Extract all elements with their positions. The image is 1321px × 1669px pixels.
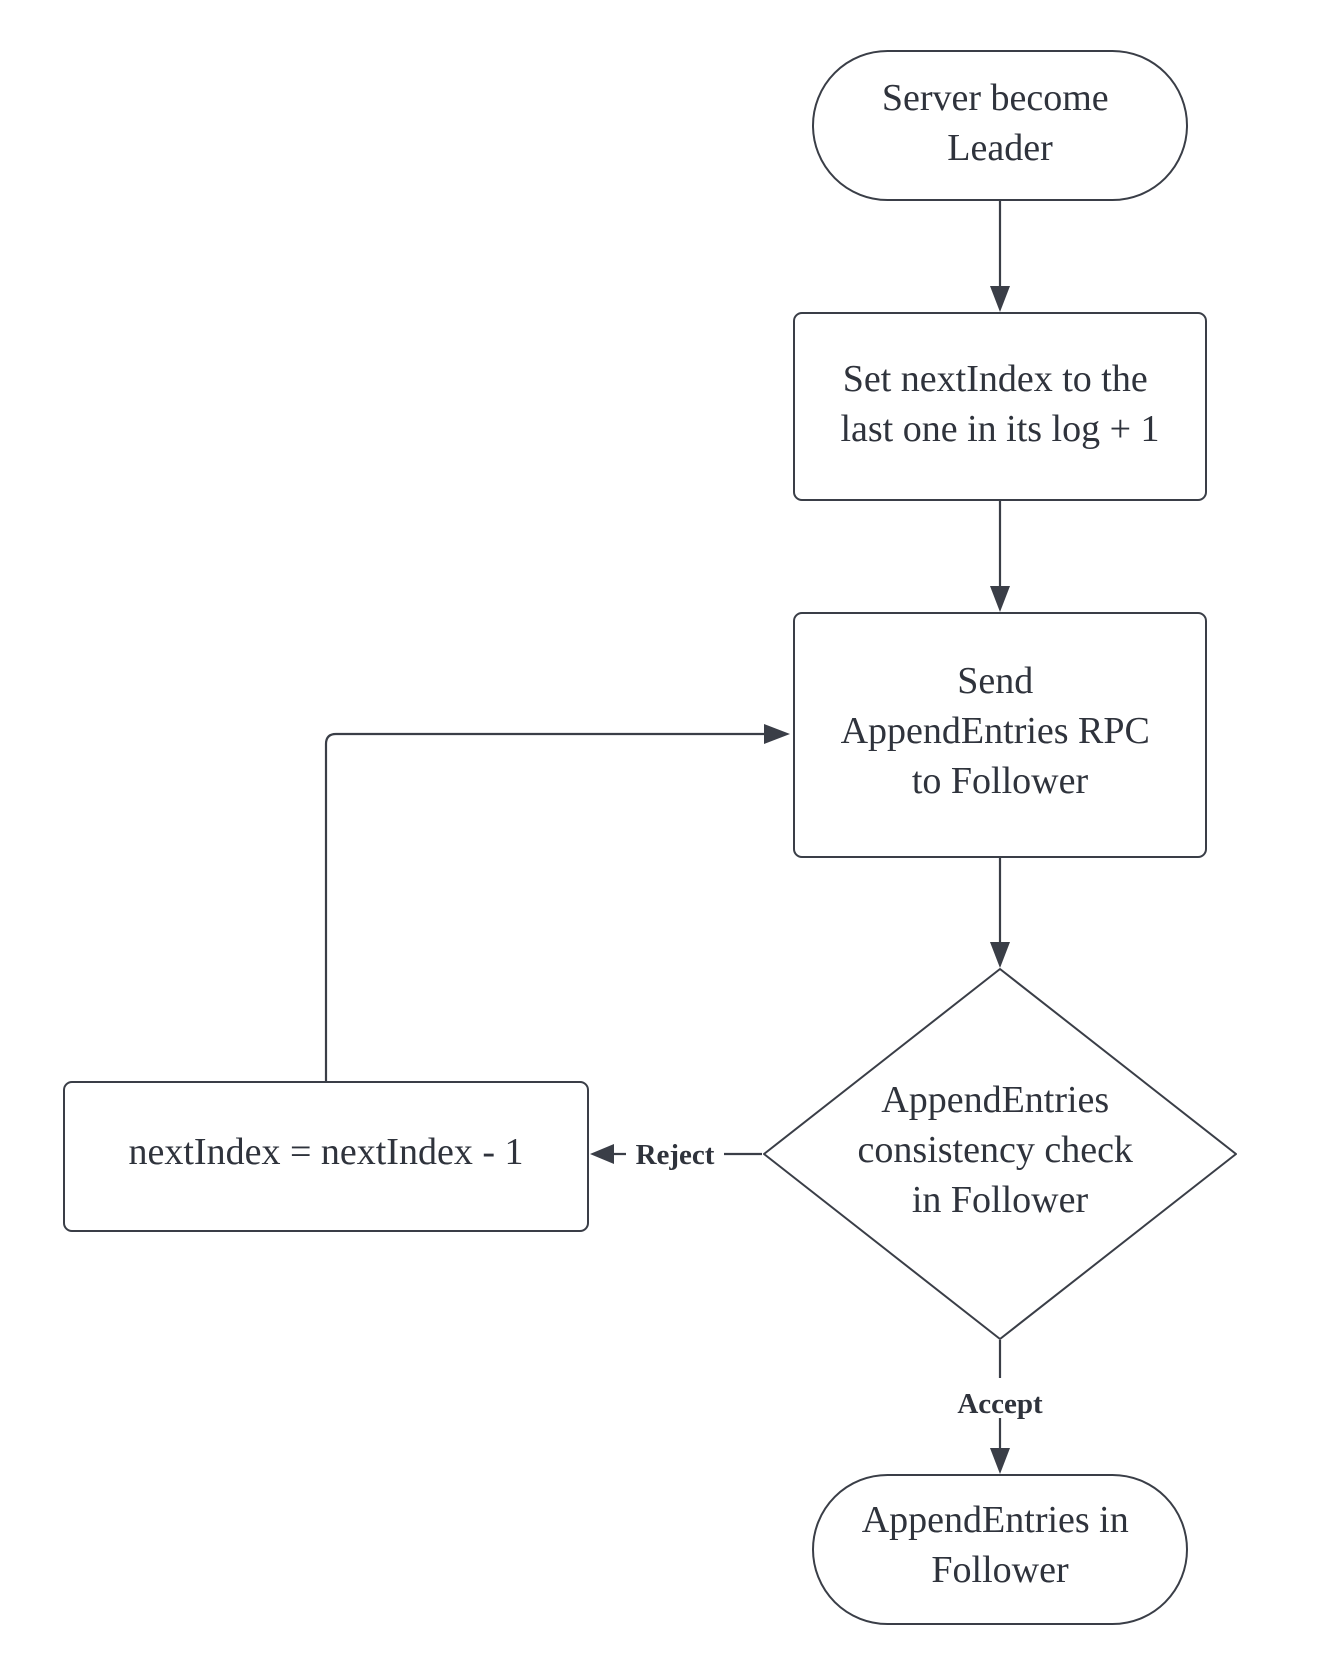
- set-next-index-label: Set nextIndex to the last one in its log…: [840, 358, 1159, 450]
- decrement-label-line-1: nextIndex = nextIndex - 1: [129, 1131, 524, 1173]
- accept-label-background: [945, 1378, 1055, 1418]
- send-rpc-label: Send AppendEntries RPC to Follower: [841, 660, 1160, 802]
- consistency-check-label-line-1: AppendEntries: [881, 1079, 1109, 1121]
- arrowhead-down-accept: [990, 1448, 1010, 1474]
- send-rpc-process-shape: [793, 612, 1207, 858]
- node-end: AppendEntries in Follower: [812, 1474, 1188, 1625]
- connector-loop-back: [324, 732, 768, 1082]
- consistency-check-decision-shape: [763, 968, 1237, 1340]
- end-label-line-1: AppendEntries in: [862, 1499, 1129, 1541]
- reject-label: Reject: [636, 1139, 715, 1171]
- arrowhead-down-1: [990, 286, 1010, 312]
- arrowhead-down-3: [990, 942, 1010, 968]
- send-rpc-label-line-3: to Follower: [912, 760, 1089, 802]
- consistency-check-label: AppendEntries consistency check in Follo…: [858, 1079, 1143, 1221]
- end-label-line-2: Follower: [931, 1549, 1069, 1591]
- arrowhead-down-2: [990, 586, 1010, 612]
- consistency-check-label-line-2: consistency check: [858, 1129, 1133, 1171]
- arrowhead-left-reject: [590, 1144, 614, 1164]
- accept-label: Accept: [957, 1388, 1043, 1420]
- start-label-line-1: Server become: [882, 77, 1109, 119]
- start-label-line-2: Leader: [947, 127, 1053, 169]
- reject-label-background: [626, 1134, 724, 1172]
- node-set-next-index: Set nextIndex to the last one in its log…: [793, 312, 1207, 501]
- start-label: Server become Leader: [882, 77, 1118, 169]
- start-terminal-shape: [812, 50, 1188, 201]
- send-rpc-label-line-2: AppendEntries RPC: [841, 710, 1150, 752]
- arrowhead-right-loop: [764, 724, 790, 744]
- decrement-label: nextIndex = nextIndex - 1: [129, 1131, 524, 1173]
- set-next-index-label-line-2: last one in its log + 1: [840, 408, 1159, 450]
- set-next-index-label-line-1: Set nextIndex to the: [843, 358, 1148, 400]
- end-terminal-shape: [812, 1474, 1188, 1625]
- end-label: AppendEntries in Follower: [862, 1499, 1139, 1591]
- edge-labels: Reject Accept: [626, 1134, 1055, 1420]
- decrement-process-shape: [63, 1081, 589, 1232]
- node-decrement: nextIndex = nextIndex - 1: [63, 1081, 589, 1232]
- node-start: Server become Leader: [812, 50, 1188, 201]
- node-send-rpc: Send AppendEntries RPC to Follower: [793, 612, 1207, 858]
- send-rpc-label-line-1: Send: [957, 660, 1033, 702]
- node-consistency-check: AppendEntries consistency check in Follo…: [763, 968, 1237, 1340]
- consistency-check-label-line-3: in Follower: [912, 1179, 1089, 1221]
- connectors: [324, 200, 1010, 1474]
- set-next-index-process-shape: [793, 312, 1207, 501]
